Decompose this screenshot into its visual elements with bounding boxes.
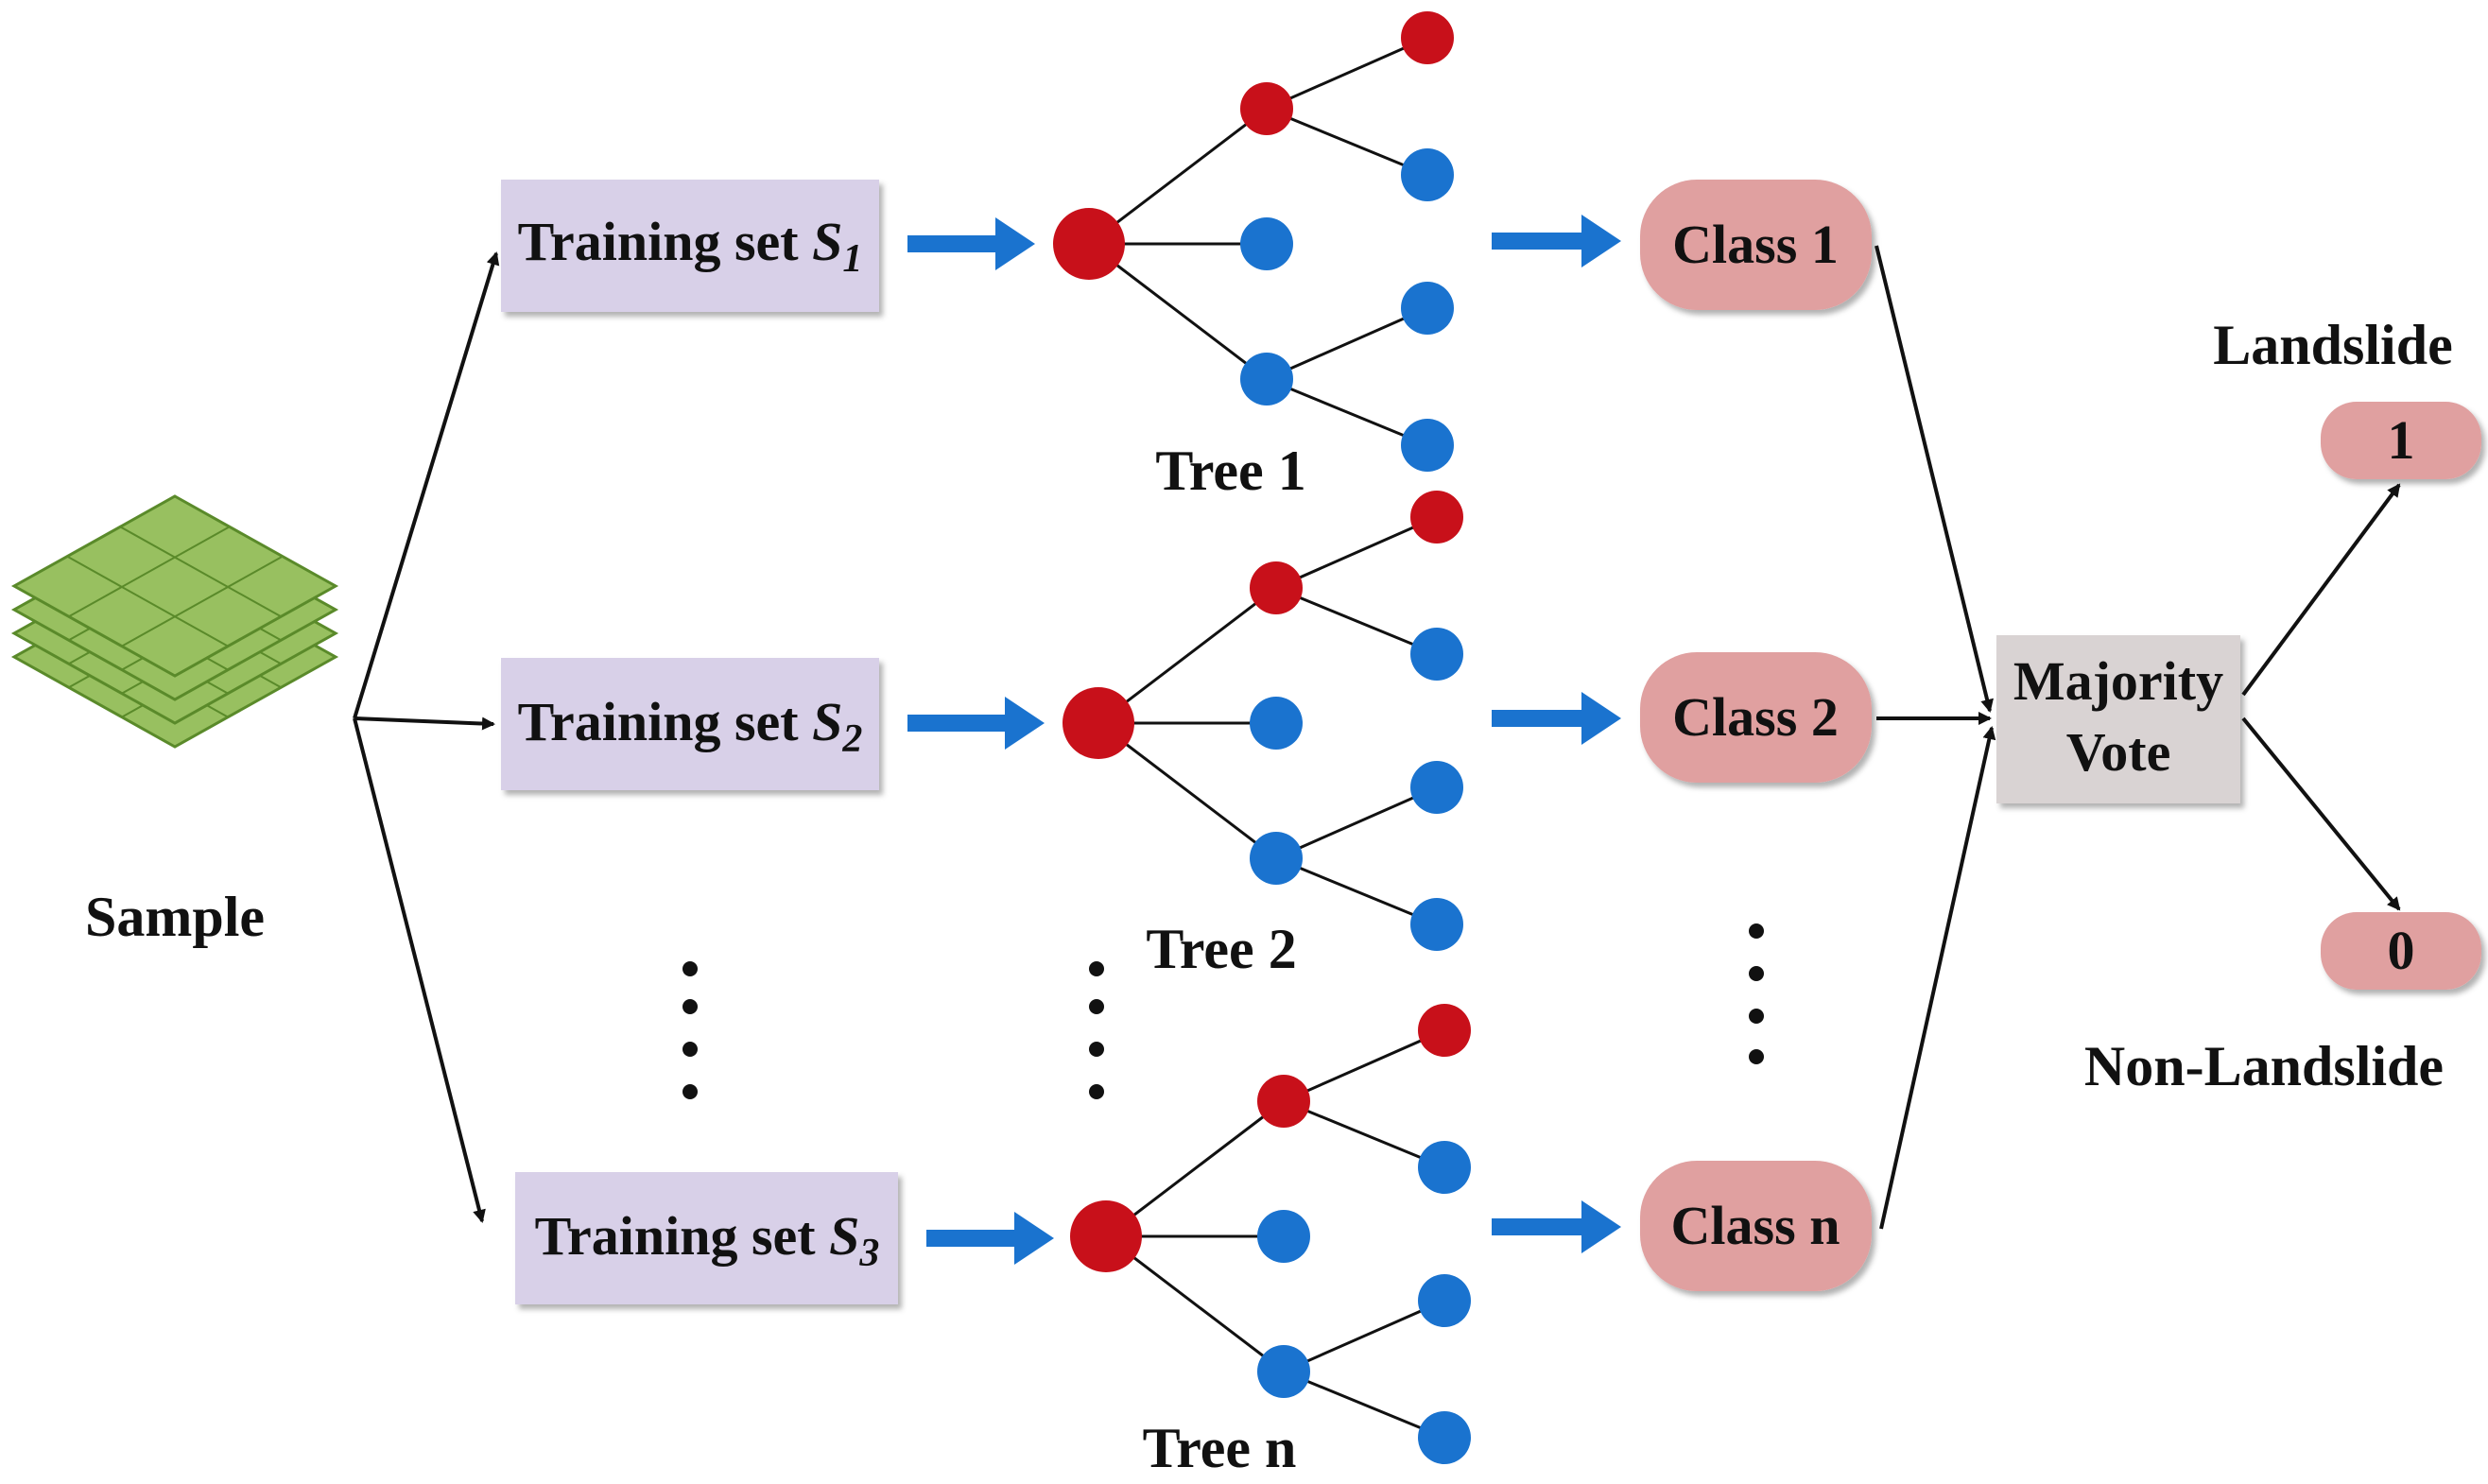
training-set-1-label: Training set S1 [518, 211, 863, 281]
leaf-node [1410, 898, 1463, 951]
leaf-node [1401, 282, 1454, 335]
class-n-label: Class n [1671, 1195, 1840, 1256]
ellipsis-trees [1089, 961, 1104, 1099]
arrow-sample-to-set3 [353, 717, 486, 1223]
leaf-node [1418, 1274, 1471, 1327]
majority-vote-line2: Vote [2066, 721, 2171, 783]
training-set-2-box [501, 658, 879, 790]
sample-label: Sample [85, 886, 265, 948]
internal-node [1240, 82, 1293, 135]
leaf-node [1401, 419, 1454, 472]
majority-vote-box [1996, 635, 2240, 803]
non-landslide-value: 0 [2388, 920, 2415, 981]
internal-node [1257, 1345, 1310, 1398]
majority-vote-line1: Majority [2013, 650, 2223, 712]
tree-1-label: Tree 1 [1155, 440, 1305, 502]
arrow-vote-to-non-landslide [2241, 716, 2401, 911]
leaf-node [1418, 1004, 1471, 1057]
blue-arrows [907, 215, 1621, 1265]
class-2-box [1640, 652, 1872, 783]
leaf-node [1240, 217, 1293, 270]
tree-1 [1053, 11, 1454, 472]
class-1-label: Class 1 [1672, 214, 1839, 275]
landslide-caption: Landslide [2213, 314, 2452, 376]
training-set-2: Training set S2 [501, 658, 879, 790]
class-n: Class n [1640, 1161, 1872, 1291]
tree-2 [1063, 491, 1463, 951]
output-landslide: Landslide 1 [2213, 314, 2481, 479]
decision-trees [1053, 11, 1471, 1464]
blue-arrow-2 [907, 697, 1045, 750]
root-node [1063, 687, 1134, 759]
internal-node [1250, 561, 1303, 614]
leaf-node [1257, 1210, 1310, 1263]
tree-2-label: Tree 2 [1146, 918, 1296, 980]
internal-node [1240, 353, 1293, 406]
arrow-vote-to-landslide [2241, 483, 2401, 697]
training-set-3: Training set S3 [515, 1172, 898, 1304]
root-node [1070, 1200, 1142, 1272]
tree-n-label: Tree n [1143, 1417, 1297, 1479]
leaf-node [1410, 761, 1463, 814]
leaf-node [1410, 491, 1463, 544]
arrow-sample-to-set2 [354, 716, 495, 731]
blue-arrow-6 [1492, 1200, 1621, 1253]
arrow-classn-to-vote [1879, 726, 1996, 1230]
class-n-box [1640, 1161, 1872, 1291]
class-2: Class 2 [1640, 652, 1872, 783]
landslide-value: 1 [2388, 409, 2415, 471]
ellipsis-training [682, 961, 698, 1099]
training-set-1: Training set S1 [501, 180, 879, 312]
layer-4 [10, 494, 339, 678]
blue-arrow-4 [1492, 215, 1621, 267]
training-set-3-label: Training set S3 [535, 1205, 880, 1275]
tree-3 [1070, 1004, 1471, 1464]
vote-to-output-arrows [2241, 483, 2401, 911]
leaf-node [1418, 1411, 1471, 1464]
blue-arrow-1 [907, 217, 1035, 270]
training-set-3-box [515, 1172, 898, 1304]
leaf-node [1410, 628, 1463, 681]
leaf-node [1250, 697, 1303, 750]
internal-node [1257, 1075, 1310, 1128]
root-node [1053, 208, 1125, 280]
leaf-node [1418, 1141, 1471, 1194]
training-set-1-box [501, 180, 879, 312]
blue-arrow-3 [926, 1212, 1054, 1265]
class-1-box [1640, 180, 1872, 310]
blue-arrow-5 [1492, 692, 1621, 745]
landslide-value-box [2321, 402, 2481, 479]
leaf-node [1401, 148, 1454, 201]
arrow-sample-to-set1 [353, 251, 500, 719]
majority-vote: Majority Vote [1996, 635, 2240, 803]
non-landslide-value-box [2321, 912, 2481, 990]
leaf-node [1401, 11, 1454, 64]
ellipsis-classes [1749, 923, 1764, 1064]
non-landslide-caption: Non-Landslide [2084, 1035, 2444, 1097]
arrow-class1-to-vote [1875, 245, 1994, 713]
sample-to-training-arrows [353, 251, 500, 1223]
class-1: Class 1 [1640, 180, 1872, 310]
class-2-label: Class 2 [1672, 686, 1839, 748]
internal-node [1250, 832, 1303, 885]
class-to-vote-arrows [1875, 245, 1996, 1230]
sample-layers-icon [10, 494, 339, 749]
output-non-landslide: 0 Non-Landslide [2084, 912, 2481, 1097]
training-set-2-label: Training set S2 [518, 691, 863, 761]
